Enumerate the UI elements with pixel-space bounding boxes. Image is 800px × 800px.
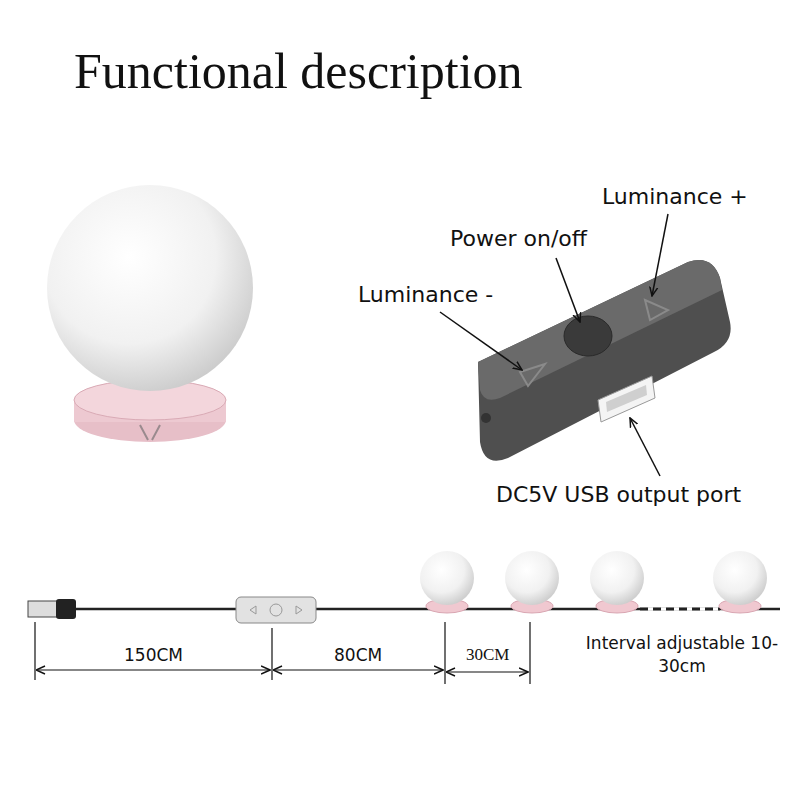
power-button (564, 316, 612, 356)
dashed-cable (640, 608, 720, 611)
usb-port-inner (606, 385, 647, 412)
part-label: Luminance - (358, 280, 493, 310)
bulb-clip (140, 425, 160, 440)
usb-plug (56, 599, 76, 619)
mini-button (250, 606, 302, 614)
light-strip (28, 551, 780, 623)
mini-button (270, 604, 282, 616)
usb-plug (28, 601, 58, 617)
mini-controller (236, 597, 316, 623)
plus-button (645, 300, 668, 320)
cable (70, 608, 780, 611)
small-bulb (713, 551, 767, 613)
part-label: Luminance + (602, 182, 748, 212)
bulb-large (47, 185, 253, 442)
leader-line (440, 312, 522, 370)
dimension: 80CM (334, 644, 382, 667)
controller-body (478, 260, 731, 461)
usb-port (598, 376, 655, 422)
controller (478, 260, 731, 461)
small-bulb (505, 551, 559, 613)
minus-button (520, 364, 545, 386)
leader-line (556, 258, 580, 322)
part-label: DC5V USB output port (496, 480, 741, 510)
cable-hole (481, 413, 491, 423)
part-label: Power on/off (450, 224, 587, 254)
bulb-globe (47, 185, 253, 391)
page-title: Functional description (74, 44, 523, 99)
dimension-lines (35, 622, 530, 684)
controller-top (478, 260, 722, 400)
leader-line (652, 214, 668, 296)
leader-line (630, 418, 660, 476)
cable-gap (640, 608, 720, 611)
note: Interval adjustable 10-30cm (584, 632, 780, 678)
dimension: 150CM (124, 644, 183, 667)
dimension: 30CM (466, 644, 509, 667)
small-bulb (420, 551, 474, 613)
small-bulb (590, 551, 644, 613)
